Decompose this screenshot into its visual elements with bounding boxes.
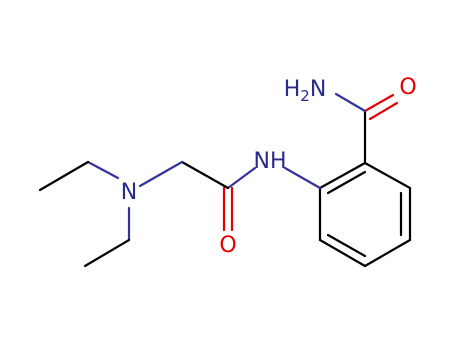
bond-ring-6-inner <box>326 170 367 195</box>
bond-ring-6 <box>318 161 367 190</box>
bond-carbonyl-ch2 <box>180 160 230 190</box>
bond-nh-carbonyl <box>226 166 257 190</box>
atom-label-o-bottom: O <box>219 233 236 258</box>
atom-labels: H2N O NH N O <box>121 75 417 258</box>
bond-ring-4 <box>318 238 367 268</box>
bond-carbonyl-o-1 <box>363 93 395 113</box>
bond-ring-1 <box>363 161 412 190</box>
bond-layer <box>38 92 412 268</box>
bond-ring-nh <box>283 166 322 190</box>
bond-ring-3 <box>363 238 412 268</box>
atom-label-nh: NH <box>254 149 287 174</box>
bond-ethyl1-ch3 <box>38 160 90 192</box>
bond-ring-4-inner <box>326 233 367 258</box>
bond-carbonyl-o-2 <box>368 101 399 121</box>
atom-label-nh2: H2N <box>284 77 327 105</box>
bond-carbonyl-nh2 <box>334 92 367 113</box>
bond-ch2-n <box>138 160 184 188</box>
atom-label-n-diethyl: N <box>121 180 137 205</box>
bond-ethyl2-ch3 <box>83 238 131 268</box>
atom-label-o-top: O <box>399 75 416 100</box>
bond-n-ethyl1 <box>86 160 120 180</box>
